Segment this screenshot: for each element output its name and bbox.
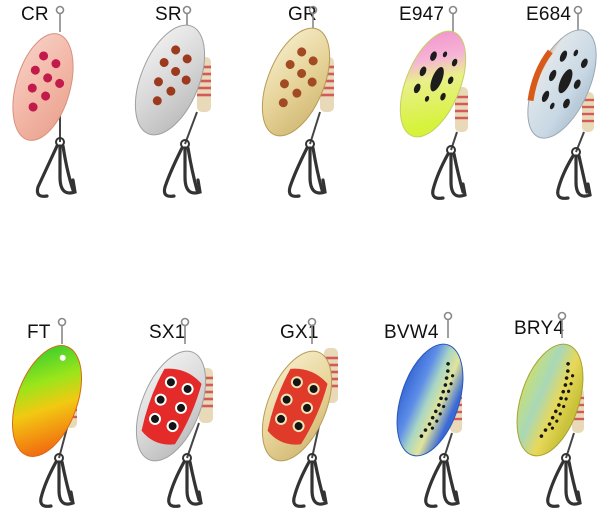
- lure-bry4: BRY4: [490, 308, 600, 518]
- lure-code: CR: [21, 4, 49, 25]
- lure-sx1: SX1: [125, 308, 235, 518]
- lure-code: GX1: [280, 322, 319, 343]
- lure-bvw4: BVW4: [378, 308, 488, 518]
- lure-gx1: GX1: [250, 308, 360, 518]
- lure-e684: E684: [490, 2, 600, 212]
- lure-image: [399, 5, 468, 200]
- lure-sr: SR: [125, 2, 235, 212]
- lure-image: [12, 5, 77, 198]
- lure-code: BRY4: [514, 318, 565, 339]
- lure-image: [134, 5, 211, 198]
- lure-e947: E947: [375, 2, 485, 212]
- lure-image: [516, 311, 584, 508]
- lure-image: [261, 317, 338, 508]
- lure-image: [396, 311, 464, 508]
- lure-image: [527, 5, 597, 200]
- lure-ft: FT: [5, 308, 115, 518]
- lure-image: [135, 317, 213, 508]
- lure-cr: CR: [5, 2, 115, 212]
- lure-code: SX1: [149, 322, 186, 343]
- lure-gr: GR: [250, 2, 360, 212]
- lure-code: E684: [526, 4, 572, 25]
- lure-code: SR: [155, 4, 182, 25]
- lure-code: BVW4: [384, 322, 439, 343]
- lure-image: [261, 5, 334, 198]
- lure-code: FT: [27, 322, 51, 343]
- lure-code: E947: [399, 4, 445, 25]
- lure-image: [12, 317, 82, 508]
